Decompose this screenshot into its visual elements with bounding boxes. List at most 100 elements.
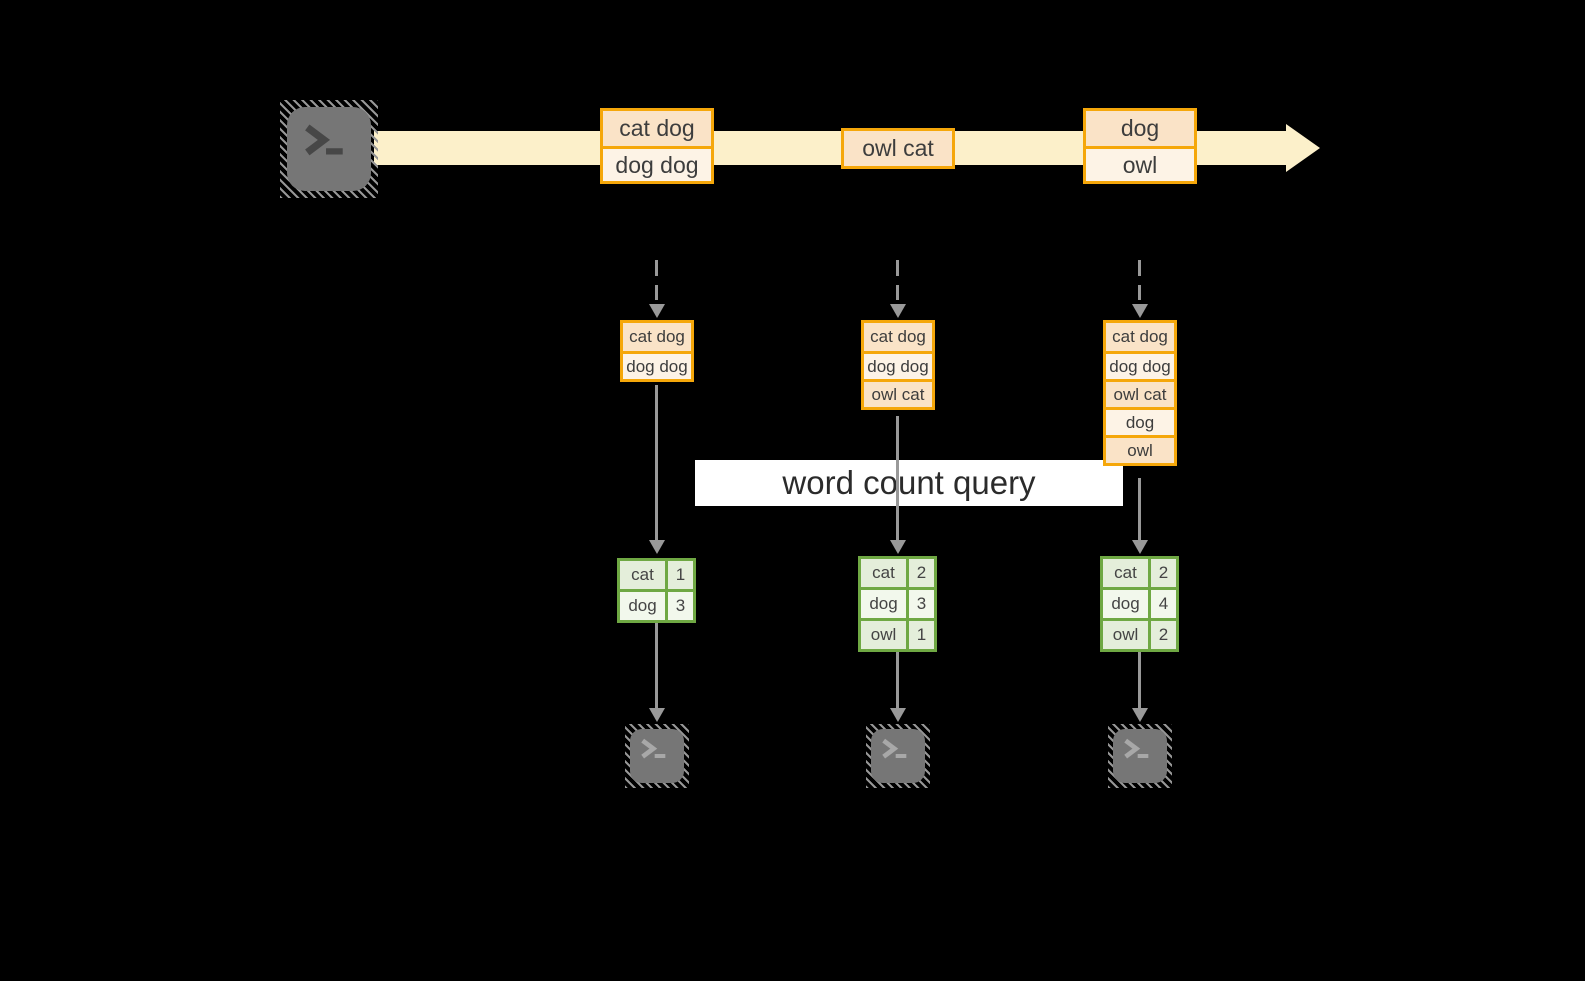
record-text: cat dog: [870, 327, 926, 346]
stream-record: owl: [1086, 146, 1194, 181]
stream-record: dog dog: [603, 146, 711, 181]
count-value-cell: 2: [909, 559, 934, 587]
count-word-cell: dog: [1103, 590, 1148, 618]
stream-arrowhead: [1286, 124, 1320, 172]
record-text: dog dog: [615, 151, 699, 178]
count-text: 3: [916, 594, 927, 613]
word-text: cat: [631, 565, 654, 584]
dispatch-arrow-3-head: [1132, 304, 1148, 318]
dispatch-arrow-2-line: [896, 260, 899, 300]
query-arrow-2-line: [896, 416, 899, 540]
state-box-1: cat dog dog dog: [620, 320, 694, 382]
stream-batch-3: dog owl: [1083, 108, 1197, 184]
word-text: owl: [870, 625, 897, 644]
state-record: owl cat: [1106, 379, 1174, 407]
query-arrow-1-line: [655, 385, 658, 540]
terminal-body: [1113, 729, 1167, 783]
count-word-cell: cat: [1103, 559, 1148, 587]
output-arrow-2-line: [896, 652, 899, 708]
output-arrow-1-head: [649, 708, 665, 722]
state-record: dog dog: [623, 351, 691, 379]
record-text: cat dog: [619, 115, 695, 141]
query-arrow-3-head: [1132, 540, 1148, 554]
count-value-cell: 2: [1151, 621, 1176, 649]
state-record: dog dog: [864, 351, 932, 379]
count-value-cell: 1: [909, 621, 934, 649]
query-arrow-2-head: [890, 540, 906, 554]
terminal-prompt-icon: [305, 124, 343, 156]
terminal-body: [871, 729, 925, 783]
sink-terminal-icon-3: [1108, 724, 1172, 788]
count-word-cell: dog: [861, 590, 906, 618]
record-text: dog: [1125, 412, 1155, 432]
count-word-cell: owl: [1103, 621, 1148, 649]
state-record: cat dog: [864, 323, 932, 351]
output-arrow-3-line: [1138, 652, 1141, 708]
terminal-prompt-icon: [641, 738, 666, 759]
record-text: dog dog: [867, 356, 929, 376]
dispatch-arrow-1-head: [649, 304, 665, 318]
word-text: cat: [872, 563, 895, 582]
count-text: 4: [1158, 594, 1169, 613]
query-label-text: word count query: [782, 464, 1036, 501]
state-box-3: cat dog dog dog owl cat dog owl: [1103, 320, 1177, 466]
terminal-body: [287, 107, 371, 191]
count-value-cell: 1: [668, 561, 693, 589]
word-text: owl: [1112, 625, 1139, 644]
state-record: cat dog: [623, 323, 691, 351]
count-text: 1: [916, 625, 927, 644]
count-text: 2: [1158, 563, 1169, 582]
stream-record: owl cat: [844, 131, 952, 166]
record-text: cat dog: [629, 327, 685, 346]
query-label: word count query: [695, 460, 1123, 506]
query-arrow-3-line: [1138, 478, 1141, 540]
count-text: 3: [675, 596, 686, 615]
count-text: 2: [1158, 625, 1169, 644]
dispatch-arrow-2-head: [890, 304, 906, 318]
state-box-2: cat dog dog dog owl cat: [861, 320, 935, 410]
state-record: cat dog: [1106, 323, 1174, 351]
count-table-1: cat 1 dog 3: [617, 558, 696, 623]
stream-batch-1: cat dog dog dog: [600, 108, 714, 184]
count-value-cell: 4: [1151, 590, 1176, 618]
output-arrow-1-line: [655, 623, 658, 708]
count-table-2: cat 2 dog 3 owl 1: [858, 556, 937, 652]
sink-terminal-icon-2: [866, 724, 930, 788]
stream-record: cat dog: [603, 111, 711, 146]
query-arrow-1-head: [649, 540, 665, 554]
terminal-prompt-icon: [882, 738, 907, 759]
stream-batch-2: owl cat: [841, 128, 955, 169]
dispatch-arrow-3-line: [1138, 260, 1141, 300]
terminal-body: [630, 729, 684, 783]
stream-record: dog: [1086, 111, 1194, 146]
source-terminal-icon: [280, 100, 378, 198]
record-text: dog dog: [626, 356, 688, 376]
record-text: owl cat: [1113, 384, 1167, 404]
terminal-prompt-icon: [1124, 738, 1149, 759]
count-table-3: cat 2 dog 4 owl 2: [1100, 556, 1179, 652]
state-record: owl cat: [864, 379, 932, 407]
record-text: dog: [1120, 115, 1160, 141]
word-text: dog: [1111, 594, 1140, 613]
output-arrow-2-head: [890, 708, 906, 722]
state-record: dog: [1106, 407, 1174, 435]
sink-terminal-icon-1: [625, 724, 689, 788]
count-word-cell: dog: [620, 592, 665, 620]
count-value-cell: 3: [668, 592, 693, 620]
record-text: owl cat: [871, 384, 925, 404]
word-text: dog: [869, 594, 898, 613]
record-text: owl: [1122, 151, 1158, 178]
count-value-cell: 3: [909, 590, 934, 618]
state-record: dog dog: [1106, 351, 1174, 379]
state-record: owl: [1106, 435, 1174, 463]
output-arrow-3-head: [1132, 708, 1148, 722]
word-text: dog: [628, 596, 657, 615]
record-text: dog dog: [1109, 356, 1171, 376]
record-text: owl: [1127, 440, 1153, 460]
word-text: cat: [1114, 563, 1137, 582]
count-word-cell: cat: [620, 561, 665, 589]
count-word-cell: cat: [861, 559, 906, 587]
count-text: 1: [675, 565, 686, 584]
count-text: 2: [916, 563, 927, 582]
